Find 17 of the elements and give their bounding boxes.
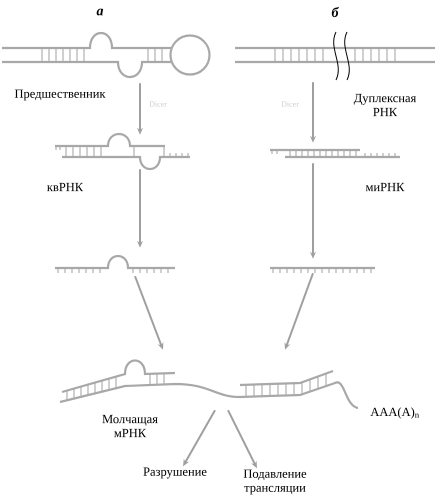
caption-text: квРНК bbox=[47, 182, 84, 192]
caption-text: Подавление трансляции bbox=[244, 470, 306, 494]
caption-text: Молчащая мРНК bbox=[102, 414, 158, 438]
caption-text: Разрушение bbox=[143, 468, 206, 478]
caption-text: AAA(A)$_{n}$ bbox=[370, 407, 420, 419]
mrna-complex-drawing bbox=[60, 359, 358, 410]
panel-letter: а bbox=[96, 8, 104, 16]
rna-duplex-drawing bbox=[55, 133, 190, 170]
caption-text: миРНК bbox=[366, 182, 404, 192]
rna-strand-drawing bbox=[270, 266, 375, 273]
panel-letter: б bbox=[332, 6, 339, 18]
rna-strand-drawing bbox=[55, 254, 175, 273]
duplex-rna-drawing bbox=[235, 32, 435, 80]
hairpin-rna-drawing bbox=[2, 32, 211, 78]
caption-text: Предшественник bbox=[14, 90, 106, 100]
caption-text: Дуплексная РНК bbox=[354, 94, 416, 116]
rna-duplex-drawing bbox=[270, 148, 400, 158]
